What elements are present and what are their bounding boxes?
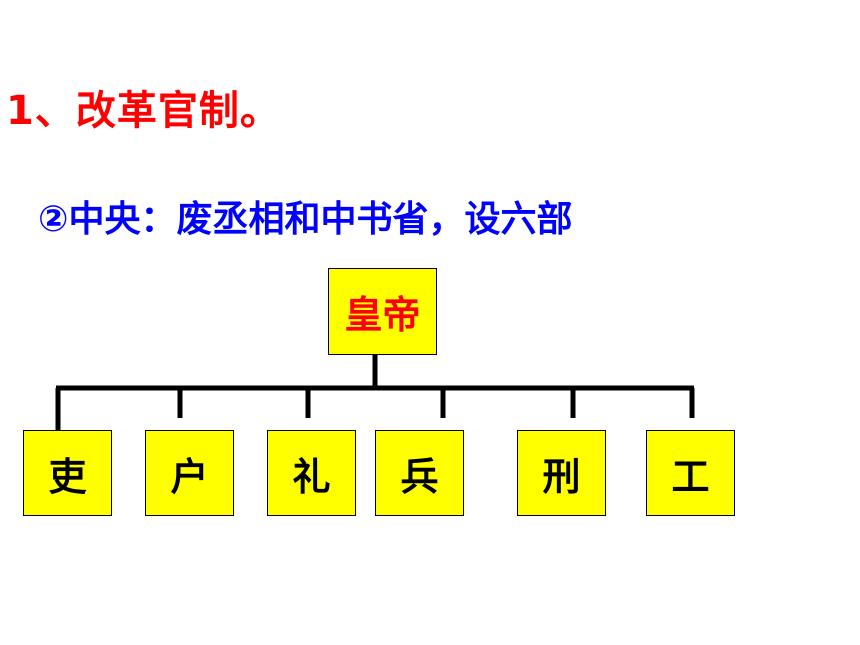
dept-box-war: 兵 [375,430,464,516]
slide-title: 1、改革官制。 [6,88,281,134]
dept-label: 吏 [48,454,87,499]
dept-box-personnel: 吏 [23,430,112,516]
dept-label: 兵 [400,454,439,499]
dept-label: 工 [671,454,710,499]
dept-label: 礼 [292,454,331,499]
dept-box-justice: 刑 [517,430,606,516]
dept-box-revenue: 户 [145,430,234,516]
emperor-box: 皇帝 [328,268,437,355]
slide-subtitle: ②中央：废丞相和中书省，设六部 [38,199,573,240]
emperor-label: 皇帝 [344,293,421,337]
dept-box-rites: 礼 [267,430,356,516]
dept-label: 户 [170,454,209,499]
dept-box-works: 工 [646,430,735,516]
dept-label: 刑 [542,454,581,499]
